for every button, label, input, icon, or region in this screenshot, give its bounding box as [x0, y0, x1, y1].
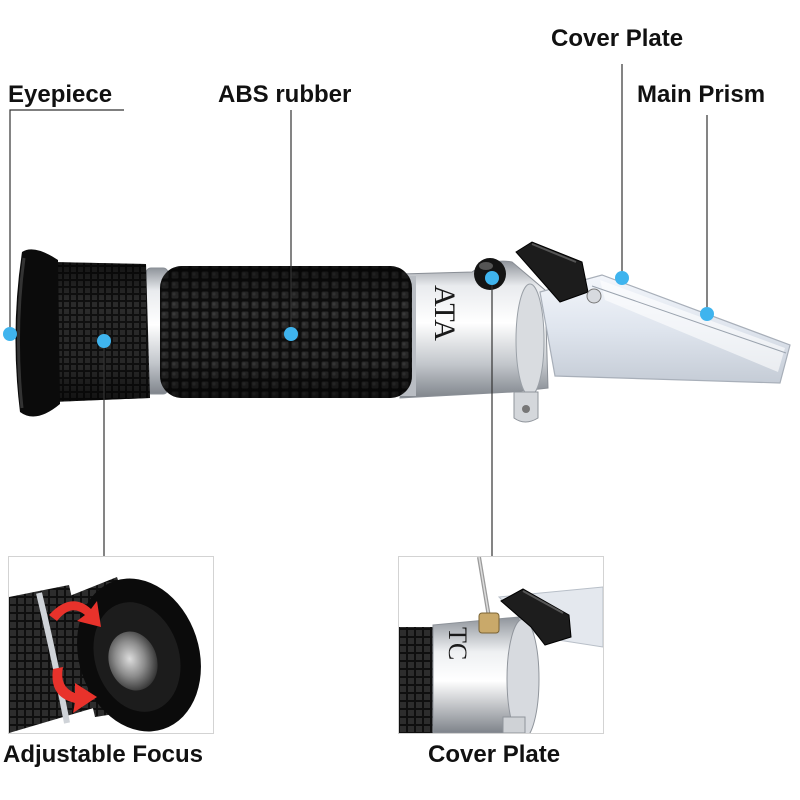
adjustable-focus-inset: [8, 556, 214, 734]
cover-plate-inset: TC: [398, 556, 604, 734]
main-prism-dot: [700, 307, 714, 321]
rotate-arrow-icon: [49, 601, 101, 713]
inset-engraving: TC: [443, 627, 472, 660]
eyepiece-cup: [15, 249, 61, 417]
cover-plate-dot: [615, 271, 629, 285]
prism-housing: [539, 274, 791, 384]
focus-ring: [52, 262, 150, 402]
abs-rubber-dot: [284, 327, 298, 341]
label-cover-plate-top: Cover Plate: [551, 25, 684, 52]
eyepiece-callout-line: [9, 109, 124, 334]
body-engraving: ATA: [428, 285, 461, 341]
label-cover-plate-bottom: Cover Plate: [428, 741, 561, 768]
label-main-prism: Main Prism: [637, 81, 766, 108]
knob-dot: [485, 271, 499, 285]
cover-plate-clip: [515, 241, 602, 304]
adjustable-focus-illustration: [9, 557, 213, 733]
label-abs-rubber: ABS rubber: [218, 81, 352, 108]
eyepiece-dot: [3, 327, 17, 341]
callout-dots: [3, 271, 714, 348]
bottom-clip: [513, 391, 539, 423]
label-adjustable-focus: Adjustable Focus: [3, 741, 204, 768]
focus-dot: [97, 334, 111, 348]
callout-lines: [9, 64, 708, 557]
cover-plate-illustration: TC: [399, 557, 603, 733]
metal-body: ATA: [399, 260, 549, 399]
label-eyepiece: Eyepiece: [8, 81, 113, 108]
